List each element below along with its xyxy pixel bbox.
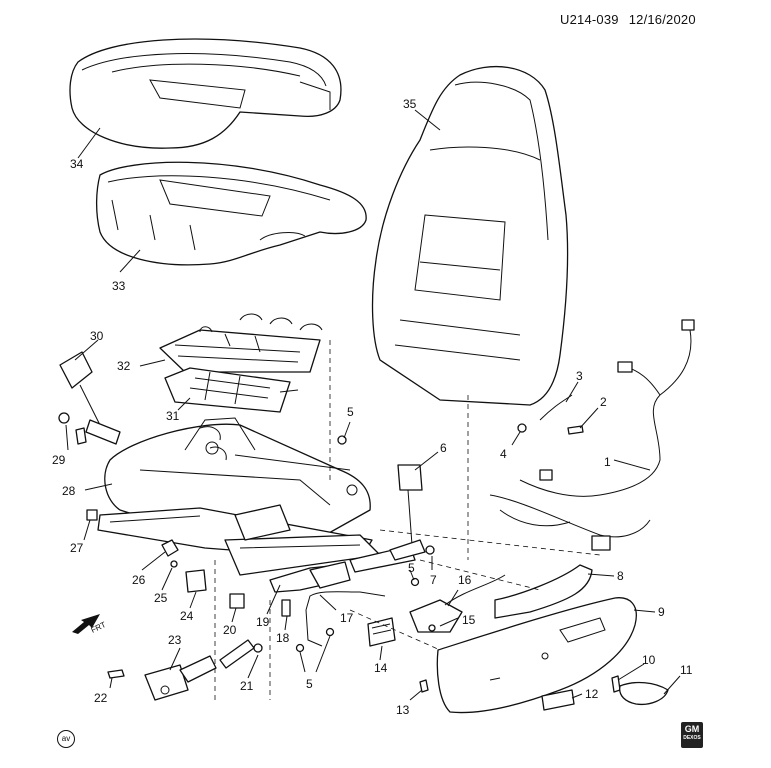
bolt-5-lower-b bbox=[325, 627, 335, 637]
callout-3: 3 bbox=[576, 369, 583, 383]
callout-10: 10 bbox=[642, 653, 656, 667]
callout-21: 21 bbox=[240, 679, 254, 693]
callout-11: 11 bbox=[680, 663, 693, 677]
cover-20 bbox=[229, 593, 245, 609]
callout-30: 30 bbox=[90, 329, 104, 343]
callout-34: 34 bbox=[70, 157, 84, 171]
callout-labels: 34 33 35 32 31 30 29 28 27 26 25 24 20 1… bbox=[52, 97, 693, 717]
callout-14: 14 bbox=[374, 661, 388, 675]
clip-13 bbox=[419, 679, 429, 693]
alignment-lines bbox=[214, 340, 601, 700]
rod-17 bbox=[305, 591, 386, 611]
callout-18: 18 bbox=[276, 631, 290, 645]
callout-2: 2 bbox=[600, 395, 607, 409]
bolt-5-lower-a bbox=[295, 643, 305, 653]
bolt-5-mid bbox=[410, 577, 420, 587]
seat-cushion-pad-33 bbox=[95, 161, 367, 266]
bracket-19 bbox=[269, 561, 351, 593]
leader-lines bbox=[65, 109, 681, 701]
seat-heater-31 bbox=[164, 367, 299, 413]
diagram-id: U214-039 bbox=[560, 12, 619, 27]
callout-25: 25 bbox=[154, 591, 168, 605]
callout-33: 33 bbox=[112, 279, 126, 293]
diagram-date: 12/16/2020 bbox=[628, 12, 696, 27]
callout-22: 22 bbox=[94, 691, 108, 705]
callout-27: 27 bbox=[70, 541, 84, 555]
wiring-harness-1 bbox=[489, 319, 695, 551]
power-module-16 bbox=[409, 574, 506, 633]
gm-logo-text: GM bbox=[684, 724, 700, 734]
callout-1: 1 bbox=[604, 455, 611, 469]
bracket-21 bbox=[219, 639, 263, 669]
gm-logo-sub: DEXOS bbox=[683, 735, 701, 741]
callout-19: 19 bbox=[256, 615, 270, 629]
motor-23 bbox=[144, 655, 217, 701]
callout-23: 23 bbox=[168, 633, 182, 647]
bolt-4 bbox=[517, 423, 527, 433]
trim-8 bbox=[494, 564, 593, 619]
corner-mark: av bbox=[57, 730, 75, 748]
callout-35: 35 bbox=[403, 97, 417, 111]
side-shield-9 bbox=[436, 597, 637, 714]
callout-17: 17 bbox=[340, 611, 354, 625]
screw-10 bbox=[611, 675, 621, 693]
cover-24 bbox=[185, 569, 207, 593]
rod-17-bend bbox=[305, 609, 323, 647]
fastener-7 bbox=[425, 545, 435, 555]
clip-26 bbox=[161, 539, 179, 557]
callout-16: 16 bbox=[458, 573, 472, 587]
clip-2 bbox=[567, 425, 584, 435]
callout-20: 20 bbox=[223, 623, 237, 637]
callout-6: 6 bbox=[440, 441, 447, 455]
callout-13: 13 bbox=[396, 703, 410, 717]
callout-5-lower: 5 bbox=[306, 677, 313, 691]
callout-24: 24 bbox=[180, 609, 194, 623]
callout-26: 26 bbox=[132, 573, 146, 587]
callout-29: 29 bbox=[52, 453, 66, 467]
bolt-22 bbox=[107, 669, 125, 679]
nut-25 bbox=[170, 560, 178, 568]
cushion-frame-wires-32 bbox=[159, 313, 323, 373]
wire-3 bbox=[539, 394, 573, 421]
forward-direction-marker: FRT bbox=[70, 612, 116, 634]
bolt-29 bbox=[58, 412, 87, 445]
cap-27 bbox=[86, 509, 98, 521]
cap-12 bbox=[541, 689, 575, 711]
diagram-header: U214-039 12/16/2020 bbox=[560, 12, 706, 27]
callout-7: 7 bbox=[430, 573, 437, 587]
forward-arrow-icon: FRT bbox=[72, 614, 107, 634]
callout-5-mid: 5 bbox=[408, 561, 415, 575]
callout-28: 28 bbox=[62, 484, 76, 498]
seat-switch-14 bbox=[367, 617, 396, 647]
callout-4: 4 bbox=[500, 447, 507, 461]
bolt-18 bbox=[281, 599, 291, 617]
seat-belt-buckle-6 bbox=[349, 464, 426, 573]
seat-cushion-cover-34 bbox=[69, 38, 342, 149]
knob-11 bbox=[619, 681, 669, 706]
callout-5-upper: 5 bbox=[347, 405, 354, 419]
callout-15: 15 bbox=[462, 613, 476, 627]
callout-32: 32 bbox=[117, 359, 131, 373]
callout-8: 8 bbox=[617, 569, 624, 583]
callout-31: 31 bbox=[166, 409, 180, 423]
gm-logo: GM DEXOS bbox=[681, 722, 703, 748]
seat-back-cover-35 bbox=[371, 65, 569, 406]
callout-9: 9 bbox=[658, 605, 665, 619]
seat-belt-buckle-30 bbox=[59, 351, 121, 445]
callout-12: 12 bbox=[585, 687, 599, 701]
